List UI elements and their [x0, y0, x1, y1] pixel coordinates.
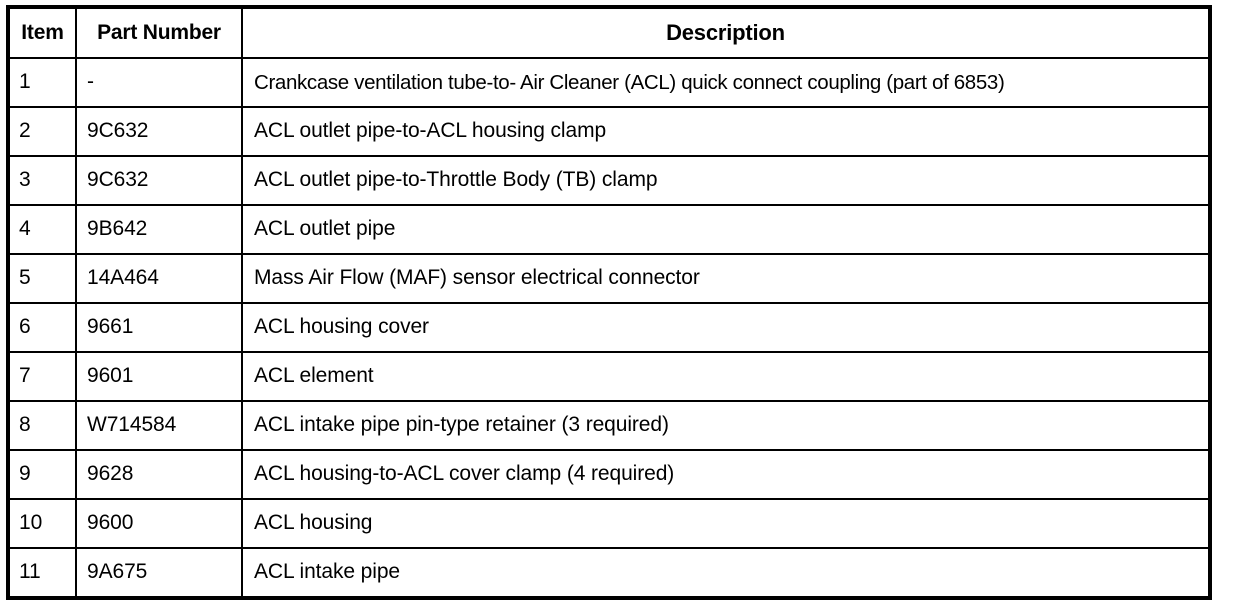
cell-description: ACL outlet pipe-to-ACL housing clamp [241, 106, 1211, 157]
cell-part-number: - [75, 57, 243, 108]
cell-description: ACL housing-to-ACL cover clamp (4 requir… [241, 449, 1211, 500]
parts-legend-table: Item Part Number Description 1 - Crankca… [6, 5, 1212, 600]
cell-item: 9 [7, 449, 77, 500]
cell-part-number: 9B642 [75, 204, 243, 255]
column-header-part-number: Part Number [75, 6, 243, 59]
cell-item: 7 [7, 351, 77, 402]
table-header: Item Part Number Description [7, 6, 1211, 59]
cell-part-number: 9C632 [75, 155, 243, 206]
table-row: 6 9661 ACL housing cover [7, 302, 1211, 353]
cell-description: Crankcase ventilation tube-to- Air Clean… [241, 57, 1211, 108]
cell-part-number: 9628 [75, 449, 243, 500]
cell-description: ACL intake pipe [241, 547, 1211, 599]
cell-item: 2 [7, 106, 77, 157]
column-header-description: Description [241, 6, 1211, 59]
cell-description: ACL element [241, 351, 1211, 402]
cell-item: 5 [7, 253, 77, 304]
cell-part-number: W714584 [75, 400, 243, 451]
cell-item: 11 [7, 547, 77, 599]
cell-part-number: 9C632 [75, 106, 243, 157]
column-header-item: Item [7, 6, 77, 59]
table-body: 1 - Crankcase ventilation tube-to- Air C… [7, 57, 1211, 599]
cell-item: 6 [7, 302, 77, 353]
table-row: 1 - Crankcase ventilation tube-to- Air C… [7, 57, 1211, 108]
cell-item: 8 [7, 400, 77, 451]
cell-item: 10 [7, 498, 77, 549]
cell-part-number: 9661 [75, 302, 243, 353]
cell-part-number: 9601 [75, 351, 243, 402]
table-row: 4 9B642 ACL outlet pipe [7, 204, 1211, 255]
parts-table-container: Item Part Number Description 1 - Crankca… [6, 5, 1212, 600]
table-row: 7 9601 ACL element [7, 351, 1211, 402]
cell-item: 1 [7, 57, 77, 108]
table-row: 9 9628 ACL housing-to-ACL cover clamp (4… [7, 449, 1211, 500]
cell-part-number: 14A464 [75, 253, 243, 304]
cell-description: ACL housing [241, 498, 1211, 549]
table-row: 10 9600 ACL housing [7, 498, 1211, 549]
cell-item: 4 [7, 204, 77, 255]
table-header-row: Item Part Number Description [7, 6, 1211, 59]
cell-description: Mass Air Flow (MAF) sensor electrical co… [241, 253, 1211, 304]
cell-part-number: 9A675 [75, 547, 243, 599]
table-row: 3 9C632 ACL outlet pipe-to-Throttle Body… [7, 155, 1211, 206]
table-row: 5 14A464 Mass Air Flow (MAF) sensor elec… [7, 253, 1211, 304]
cell-item: 3 [7, 155, 77, 206]
table-row: 2 9C632 ACL outlet pipe-to-ACL housing c… [7, 106, 1211, 157]
cell-description: ACL outlet pipe-to-Throttle Body (TB) cl… [241, 155, 1211, 206]
cell-description: ACL intake pipe pin-type retainer (3 req… [241, 400, 1211, 451]
cell-part-number: 9600 [75, 498, 243, 549]
cell-description: ACL outlet pipe [241, 204, 1211, 255]
cell-description: ACL housing cover [241, 302, 1211, 353]
table-row: 11 9A675 ACL intake pipe [7, 547, 1211, 599]
table-row: 8 W714584 ACL intake pipe pin-type retai… [7, 400, 1211, 451]
